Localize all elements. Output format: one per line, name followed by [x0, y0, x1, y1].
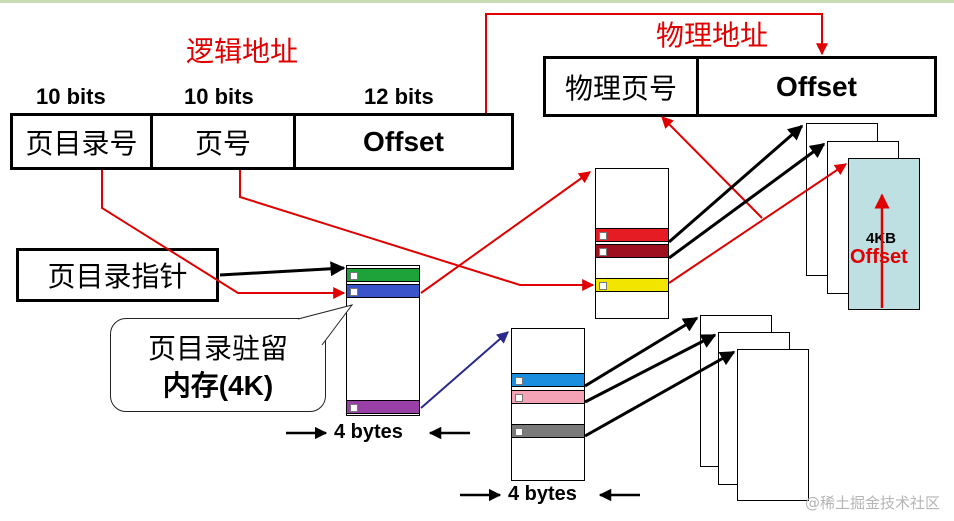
arrow-upper-entry-1: [668, 124, 804, 244]
directory-entry-blue: [347, 284, 419, 298]
logical-field-offset: Offset: [293, 113, 514, 170]
directory-entry-green: [347, 268, 419, 282]
page-table-lower: [511, 328, 585, 481]
page-table-entry-red: [596, 228, 668, 242]
page-table-entry-yellow: [596, 278, 668, 292]
arrow-directory-to-lower-table: [420, 331, 509, 409]
page-frame-lower-front: [737, 349, 809, 501]
arrow-pointer-to-directory: [219, 261, 346, 277]
callout-line-2: 内存(4K): [162, 370, 274, 401]
arrow-directory-to-page-table: [420, 171, 591, 294]
page-directory-table: [346, 265, 420, 416]
arrow-offset-to-physical: [485, 13, 828, 113]
watermark: @稀土掘金技术社区: [804, 494, 940, 512]
page-table-upper: [595, 168, 669, 319]
logical-field-page-label: 页号: [194, 126, 251, 160]
physical-field-offset-label: Offset: [776, 70, 857, 102]
page-frame-offset-label: Offset: [850, 246, 908, 268]
bits-label-page: 10 bits: [184, 84, 254, 109]
top-divider: [0, 0, 954, 3]
arrow-page-index: [239, 170, 595, 291]
arrow-lower-entry-2: [584, 333, 717, 404]
page-table-entry-dark-red: [596, 244, 668, 258]
physical-field-offset: Offset: [696, 56, 937, 117]
bits-label-offset: 12 bits: [364, 84, 434, 109]
bits-label-directory: 10 bits: [36, 84, 106, 109]
callout-line-1: 页目录驻留: [147, 332, 288, 365]
entry-size-label-directory: 4 bytes: [334, 421, 403, 443]
directory-pointer: 页目录指针: [16, 248, 219, 302]
physical-field-frame-label: 物理页号: [564, 71, 677, 105]
logical-field-directory: 页目录号: [10, 113, 153, 170]
logical-address-title: 逻辑地址: [186, 35, 299, 68]
page-table-entry-pink: [512, 390, 584, 404]
arrow-upper-entry-2: [668, 142, 826, 260]
directory-entry-purple: [347, 400, 419, 414]
directory-resident-callout: [110, 318, 326, 412]
arrow-directory-index: [101, 170, 346, 299]
logical-field-offset-label: Offset: [363, 125, 444, 157]
page-table-entry-gray: [512, 424, 584, 438]
page-table-entry-cyan: [512, 373, 584, 387]
logical-field-directory-label: 页目录号: [25, 126, 138, 160]
directory-pointer-label: 页目录指针: [47, 260, 188, 293]
arrow-lower-entry-3: [584, 350, 736, 438]
physical-address-title: 物理地址: [656, 19, 769, 52]
arrow-entry-to-frame: [668, 163, 847, 284]
arrow-lower-entry-1: [584, 316, 699, 388]
entry-size-label-page-table: 4 bytes: [508, 483, 577, 505]
page-frame-selected: [848, 158, 920, 310]
